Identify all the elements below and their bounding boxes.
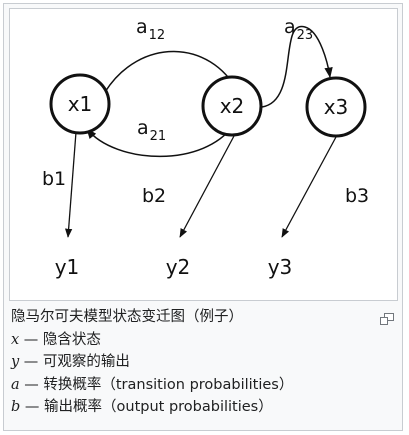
legend-item-y: y — 可观察的输出 [11,354,130,370]
transition-label-a12: a12 [136,16,165,43]
edge-a23 [261,25,333,108]
edge-a12 [104,50,239,93]
figure-thumbnail: x1 x2 x3 a12 a21 a23 b1 b2 b3 y1 y2 y3 [3,3,403,431]
state-label: x2 [220,94,245,118]
figure-caption: 隐马尔可夫模型状态变迁图（例子） x — 隐含状态 y — 可观察的输出 a —… [11,306,399,419]
edge-b3 [281,136,337,238]
edge-b2 [179,135,235,238]
state-label: x3 [324,95,349,119]
caption-title: 隐马尔可夫模型状态变迁图（例子） [11,309,243,325]
state-node-x1: x1 [49,73,111,135]
emission-label-b3: b3 [345,185,369,207]
state-node-x3: x3 [305,76,367,138]
legend-item-x: x — 隐含状态 [11,331,101,348]
state-label: x1 [68,92,93,116]
magnify-icon[interactable] [380,310,394,325]
output-label-y3: y3 [268,255,293,279]
edge-b1 [64,131,77,238]
hmm-diagram-svg: x1 x2 x3 a12 a21 a23 b1 b2 b3 y1 y2 y3 [42,16,369,279]
hmm-diagram[interactable]: x1 x2 x3 a12 a21 a23 b1 b2 b3 y1 y2 y3 [9,8,398,301]
transition-label-a23: a23 [284,16,313,43]
emission-label-b1: b1 [42,168,66,190]
legend-item-b: b — 输出概率（output probabilities） [11,399,273,415]
legend-item-a: a — 转换概率（transition probabilities） [11,376,294,393]
transition-label-a21: a21 [137,117,166,144]
output-label-y1: y1 [55,255,80,279]
edge-a21 [86,122,236,158]
output-label-y2: y2 [166,255,191,279]
emission-label-b2: b2 [142,185,166,207]
state-node-x2: x2 [201,75,263,137]
